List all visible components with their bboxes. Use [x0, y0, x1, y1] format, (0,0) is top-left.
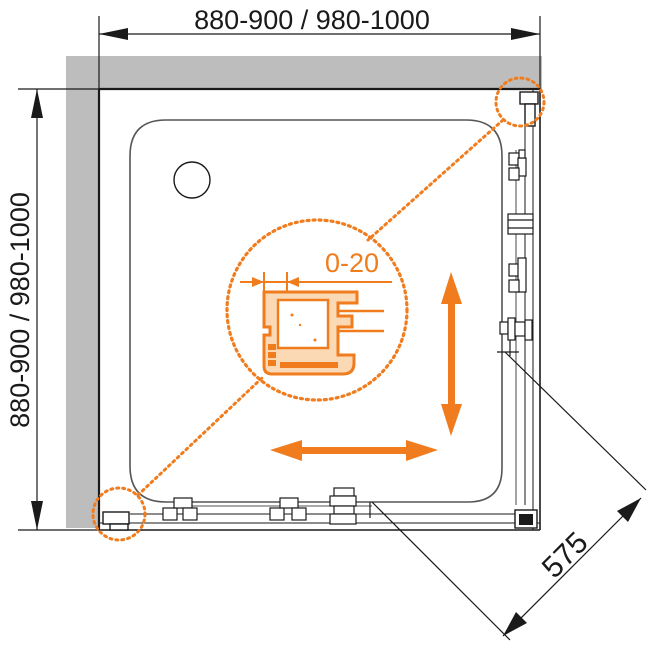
roller-right-3 [508, 257, 527, 293]
handle-bottom [329, 487, 357, 525]
wall-left [66, 56, 99, 528]
gap-dimension [240, 272, 392, 292]
wall-top [66, 56, 542, 89]
handle-right [499, 317, 533, 341]
dimension-left [18, 88, 99, 531]
dimension-door-label: 575 [536, 526, 595, 585]
profile-inner [276, 298, 330, 350]
detail-circle [225, 218, 409, 402]
corner-profile-bottom-left [102, 511, 130, 531]
callout-circle-bottom-left [91, 486, 147, 542]
corner-profile-top-right [519, 91, 539, 127]
rollers-right [497, 149, 534, 356]
profile-glass [338, 309, 384, 333]
roller-right-1 [508, 149, 527, 181]
horizontal-double-arrow [270, 440, 438, 461]
dimension-door [371, 351, 647, 641]
callout-leader-top [366, 118, 505, 242]
gap-dimension-label: 0-20 [325, 248, 379, 278]
drain-circle [173, 161, 211, 199]
roller-bottom-1 [162, 497, 198, 521]
shower-tray [129, 119, 503, 503]
dimension-top-label: 880-900 / 980-1000 [194, 5, 430, 35]
profile-dots [290, 313, 317, 342]
roller-bottom-2 [269, 497, 307, 521]
vertical-double-arrow [441, 272, 462, 436]
rollers-bottom [162, 487, 371, 525]
corner-callouts [91, 76, 546, 542]
callout-leader-bottom [136, 376, 264, 497]
profile-seal [268, 344, 338, 368]
dimension-top [98, 16, 541, 89]
roller-right-2 [507, 213, 534, 235]
callout-circle-top-right [494, 76, 546, 128]
corner-profile-bottom-right [514, 509, 538, 529]
wall [66, 56, 542, 528]
dimension-left-label: 880-900 / 980-1000 [5, 192, 35, 428]
movement-arrows [270, 272, 462, 461]
profile-detail: 0-20 [240, 248, 392, 376]
